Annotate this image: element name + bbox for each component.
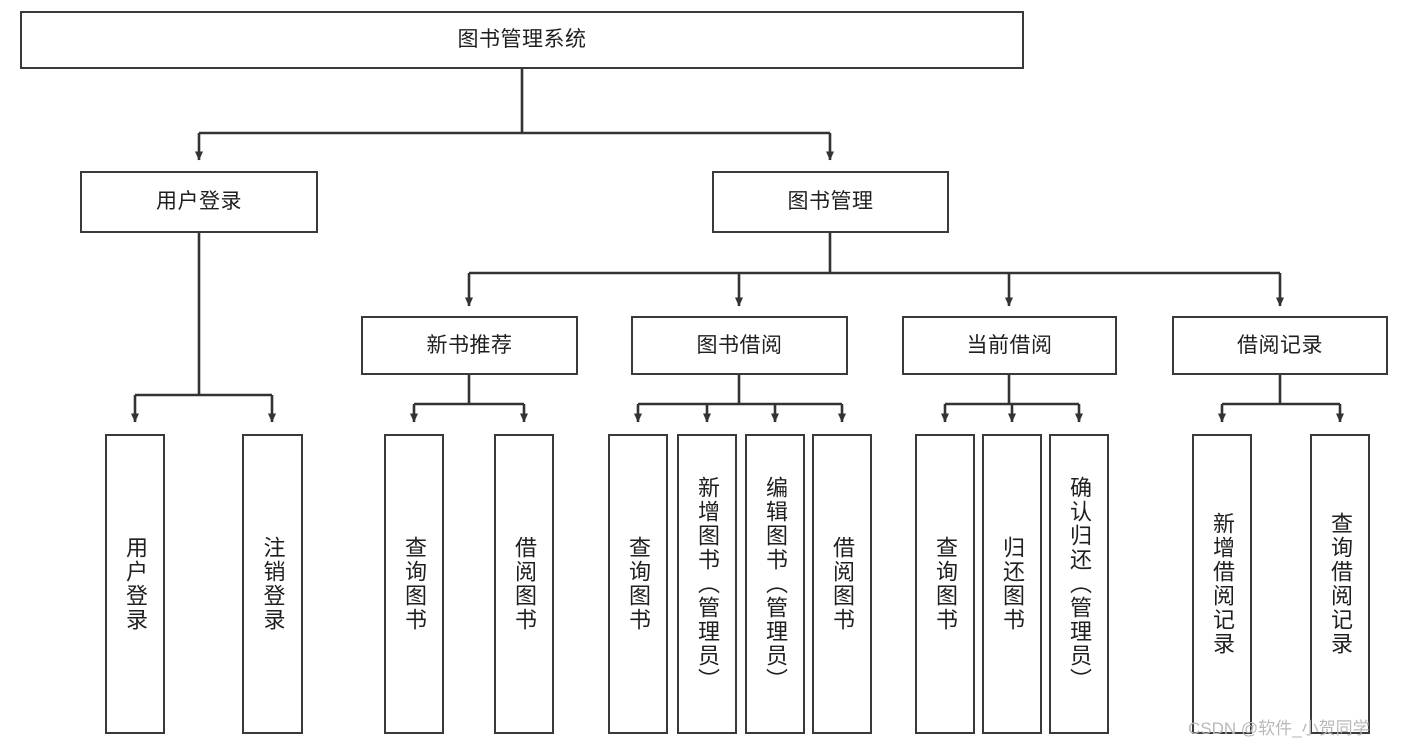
node-user-login[interactable]: 用户登录 <box>80 171 318 233</box>
node-leaf-query-book-1[interactable]: 查询图书 <box>384 434 444 734</box>
node-leaf-return-book[interactable]: 归还图书 <box>982 434 1042 734</box>
node-label: 图书借阅 <box>696 333 783 357</box>
node-leaf-edit-book[interactable]: 编辑图书（管理员） <box>745 434 805 734</box>
node-leaf-user-login[interactable]: 用户登录 <box>105 434 165 734</box>
node-leaf-user-logout[interactable]: 注销登录 <box>242 434 303 734</box>
node-label: 查询借阅记录 <box>1327 512 1353 656</box>
node-label: 新增借阅记录 <box>1209 512 1235 656</box>
node-leaf-query-record[interactable]: 查询借阅记录 <box>1310 434 1370 734</box>
node-label: 确认归还（管理员） <box>1066 476 1092 692</box>
node-label: 当前借阅 <box>966 333 1053 357</box>
node-label: 新书推荐 <box>426 333 513 357</box>
node-label: 借阅图书 <box>511 536 537 632</box>
node-leaf-confirm-return[interactable]: 确认归还（管理员） <box>1049 434 1109 734</box>
node-leaf-query-book-2[interactable]: 查询图书 <box>608 434 668 734</box>
node-label: 图书管理系统 <box>457 28 587 52</box>
node-label: 借阅图书 <box>829 536 855 632</box>
node-label: 用户登录 <box>156 190 242 214</box>
node-label: 用户登录 <box>122 536 148 632</box>
node-book-management[interactable]: 图书管理 <box>712 171 949 233</box>
csdn-watermark: CSDN @软件_小贺同学 <box>1188 719 1370 738</box>
node-leaf-borrow-book-1[interactable]: 借阅图书 <box>494 434 554 734</box>
node-leaf-add-record[interactable]: 新增借阅记录 <box>1192 434 1252 734</box>
node-leaf-query-book-3[interactable]: 查询图书 <box>915 434 975 734</box>
node-new-book-recommend[interactable]: 新书推荐 <box>361 316 578 375</box>
node-label: 查询图书 <box>932 536 958 632</box>
node-label: 编辑图书（管理员） <box>762 476 788 692</box>
node-book-borrow[interactable]: 图书借阅 <box>631 316 848 375</box>
node-label: 归还图书 <box>999 536 1025 632</box>
node-label: 注销登录 <box>260 536 286 632</box>
node-label: 查询图书 <box>401 536 427 632</box>
node-current-borrow[interactable]: 当前借阅 <box>902 316 1117 375</box>
node-leaf-add-book[interactable]: 新增图书（管理员） <box>677 434 737 734</box>
node-leaf-borrow-book-2[interactable]: 借阅图书 <box>812 434 872 734</box>
node-label: 新增图书（管理员） <box>694 476 720 692</box>
node-label: 图书管理 <box>787 190 874 214</box>
node-root-system[interactable]: 图书管理系统 <box>20 11 1024 69</box>
node-label: 查询图书 <box>625 536 651 632</box>
node-borrow-record[interactable]: 借阅记录 <box>1172 316 1388 375</box>
node-label: 借阅记录 <box>1237 333 1323 357</box>
